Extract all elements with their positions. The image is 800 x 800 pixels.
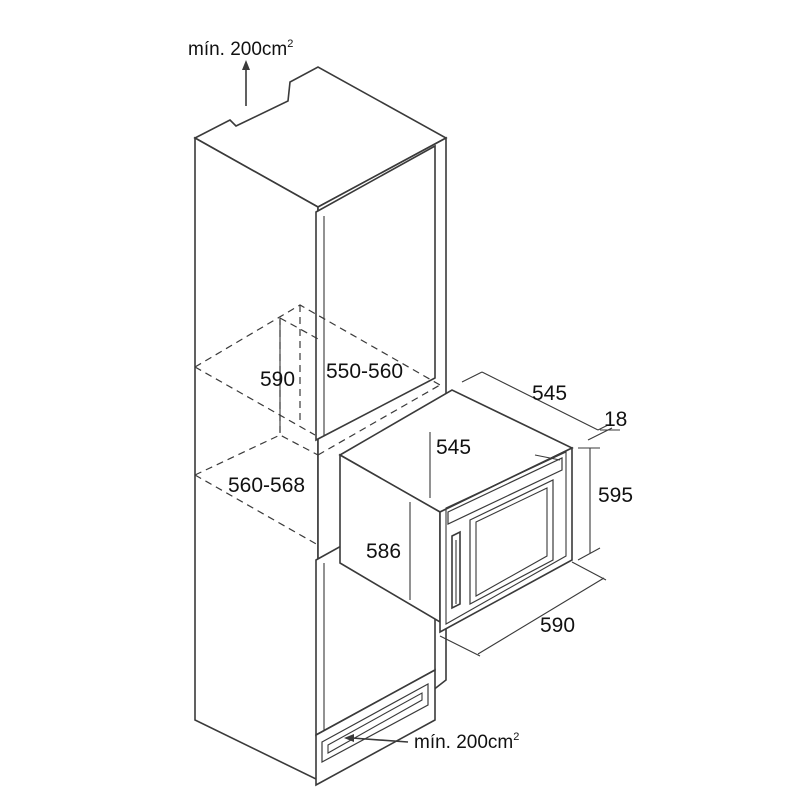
dimension-labels: mín. 200cm2 590 550-560 560-568 545 545 …: [188, 38, 633, 753]
oven-top-rim: [534, 454, 561, 461]
upper-door: [315, 144, 436, 442]
oven: [338, 389, 574, 634]
dim-line-oven-depth: [481, 371, 599, 431]
niche-top-front: [194, 366, 316, 436]
front-height-label: 595: [598, 484, 633, 507]
niche-depth-label: 550-560: [326, 360, 403, 383]
oven-door-window: [469, 479, 554, 605]
niche-inner-top: [279, 317, 321, 341]
front-width-label: 590: [540, 614, 575, 637]
oven-front-bezel: [445, 451, 567, 625]
oven-control-strip: [447, 457, 563, 525]
vent-bottom-label: mín. 200cm2: [414, 731, 519, 753]
vent-top-arrowhead: [242, 60, 250, 70]
oven-depth-label: 545: [532, 382, 567, 405]
bottom-vent-grille: [321, 682, 429, 764]
niche-width-label: 560-568: [228, 474, 305, 497]
bottom-vent-grille-inner: [327, 692, 423, 754]
cabinet-left-face: [194, 136, 319, 782]
dimension-lines: [242, 60, 620, 743]
vent-bottom-arrowhead: [344, 734, 354, 742]
oven-body-height-label: 586: [366, 540, 401, 563]
oven-body-depth-label: 545: [436, 436, 471, 459]
vent-bottom-arrow: [351, 737, 409, 743]
niche-bottom-back: [194, 434, 319, 476]
niche-height-label: 590: [260, 368, 295, 391]
front-thickness-label: 18: [604, 408, 627, 431]
vent-top-label: mín. 200cm2: [188, 38, 293, 60]
oven-door-handle: [451, 530, 461, 610]
oven-door-window-inner: [475, 487, 548, 597]
dim-line-front-width: [477, 577, 605, 655]
